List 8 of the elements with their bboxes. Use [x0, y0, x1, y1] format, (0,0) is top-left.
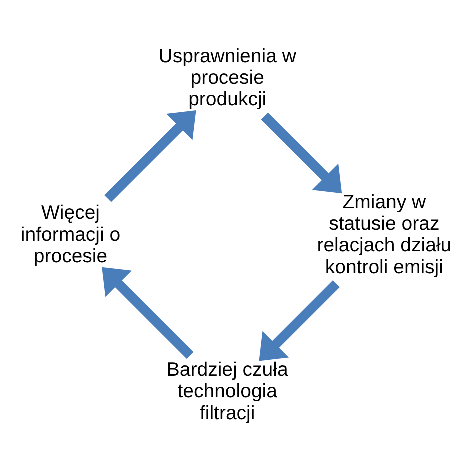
arrow	[259, 280, 340, 362]
node-text: Usprawnienia w procesie produkcji	[158, 45, 296, 111]
arrow	[104, 110, 196, 202]
node-text: Bardziej czuła technologia filtracji	[166, 358, 288, 424]
arrow	[102, 267, 194, 360]
node-text: Zmiany w statusie oraz relacjach działu kontroli emisji	[317, 191, 452, 278]
node-text: Więcej informacji o procesie	[20, 202, 121, 268]
arrow	[261, 112, 342, 194]
